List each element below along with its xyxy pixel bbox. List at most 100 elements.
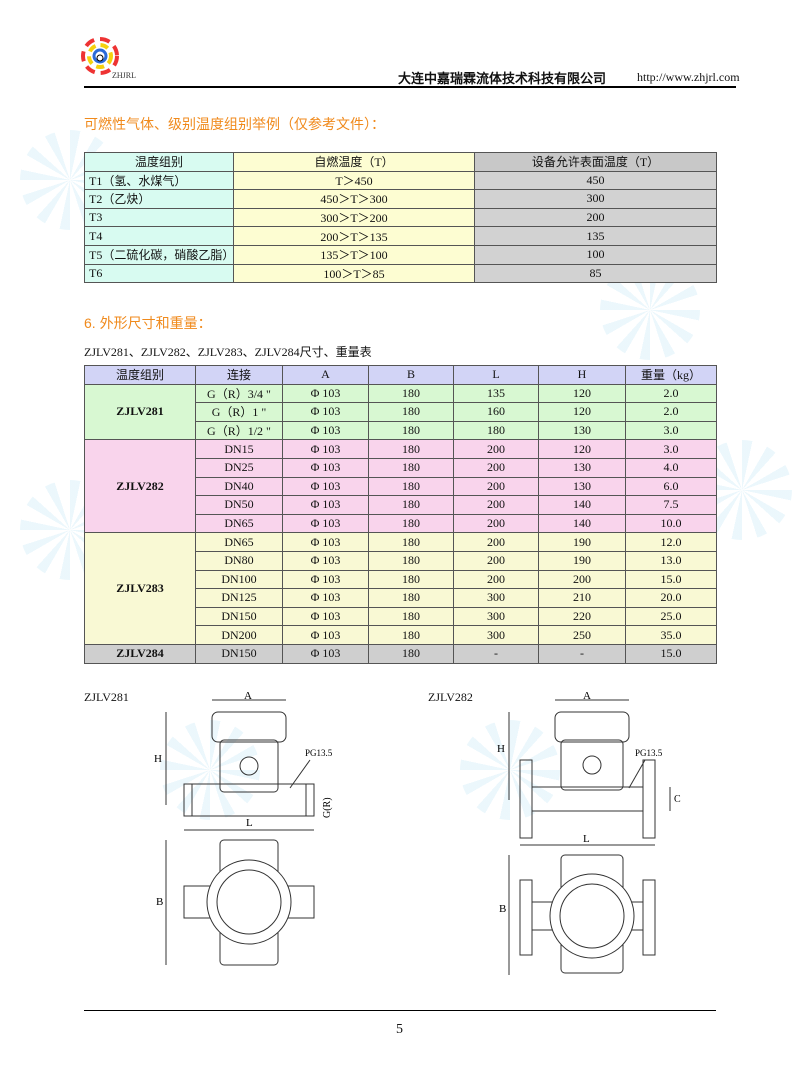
table-cell: T1（氢、水煤气） [84, 170, 234, 191]
table-cell: 130 [538, 420, 626, 441]
table-cell: 130 [538, 457, 626, 478]
drawing-title-zjlv282: ZJLV282 [428, 690, 473, 704]
table-cell: 200 [538, 569, 626, 590]
dim-label-c: C [674, 794, 681, 805]
column-header: A [282, 365, 369, 385]
table-cell: 135＞T＞100 [233, 244, 475, 265]
table-cell: 200 [453, 439, 539, 459]
table-cell: T＞450 [233, 170, 475, 191]
table-cell: 300 [453, 588, 539, 608]
table-cell: 15.0 [625, 569, 717, 590]
table-cell: 300＞T＞200 [233, 207, 475, 228]
table-cell: 180 [368, 569, 454, 590]
table-cell: Φ 103 [282, 606, 369, 627]
table-cell: Φ 103 [282, 439, 369, 459]
table-cell: 160 [453, 402, 539, 422]
table-cell: 4.0 [625, 457, 717, 478]
table-cell: 35.0 [625, 625, 717, 645]
table-cell: 200 [453, 457, 539, 478]
table-cell: G（R）1/2 " [195, 420, 283, 441]
dim-label-h: H [497, 743, 505, 755]
table-cell: 3.0 [625, 439, 717, 459]
model-cell: ZJLV282 [84, 439, 196, 534]
table-cell: Φ 103 [282, 513, 369, 534]
table-cell: Φ 103 [282, 420, 369, 441]
table-cell: Φ 103 [282, 588, 369, 608]
table-cell: 450＞T＞300 [233, 189, 475, 209]
table-cell: Φ 103 [282, 402, 369, 422]
table-cell: T4 [84, 226, 234, 246]
table-cell: 200 [453, 495, 539, 515]
column-header: B [368, 365, 454, 385]
table-cell: DN125 [195, 588, 283, 608]
table-cell: 20.0 [625, 588, 717, 608]
table-cell: 180 [368, 532, 454, 552]
table-cell: 140 [538, 513, 626, 534]
company-logo: ZHJRL [78, 36, 138, 87]
table-cell: 6.0 [625, 476, 717, 497]
table-cell: 120 [538, 383, 626, 404]
table-cell: 180 [368, 513, 454, 534]
page-number: 5 [396, 1022, 403, 1037]
table-cell: T6 [84, 263, 234, 284]
table-cell: DN200 [195, 625, 283, 645]
table-cell: 180 [368, 495, 454, 515]
table-cell: DN100 [195, 569, 283, 590]
table-cell: T2（乙炔） [84, 189, 234, 209]
model-cell: ZJLV283 [84, 532, 196, 645]
footer-divider [84, 1010, 716, 1011]
table-cell: 12.0 [625, 532, 717, 552]
table-cell: DN50 [195, 495, 283, 515]
table-cell: 190 [538, 550, 626, 571]
table-cell: 200 [474, 207, 717, 228]
table-cell: - [538, 643, 626, 664]
table-cell: 200 [453, 532, 539, 552]
table-cell: 120 [538, 439, 626, 459]
column-header: L [453, 365, 539, 385]
dim-label-a: A [244, 690, 252, 702]
table-cell: 180 [368, 383, 454, 404]
table-cell: 190 [538, 532, 626, 552]
table-cell: 130 [538, 476, 626, 497]
table-cell: DN150 [195, 643, 283, 664]
table-cell: 2.0 [625, 383, 717, 404]
svg-text:ZHJRL: ZHJRL [112, 71, 136, 80]
header-divider [84, 86, 736, 88]
table-cell: G（R）3/4 " [195, 383, 283, 404]
table-cell: 2.0 [625, 402, 717, 422]
drawing-title-zjlv281: ZJLV281 [84, 690, 129, 704]
column-header: 温度组别 [84, 365, 196, 385]
table-cell: DN65 [195, 513, 283, 534]
table-cell: 220 [538, 606, 626, 627]
drawing-zjlv282: A H PG13.5 C L B [497, 690, 681, 975]
table-cell: 25.0 [625, 606, 717, 627]
table-cell: 120 [538, 402, 626, 422]
table-cell: 300 [453, 625, 539, 645]
table-cell: 180 [368, 643, 454, 664]
table-cell: Φ 103 [282, 569, 369, 590]
table-cell: Φ 103 [282, 532, 369, 552]
table-cell: 13.0 [625, 550, 717, 571]
table-cell: DN80 [195, 550, 283, 571]
model-cell: ZJLV281 [84, 383, 196, 441]
table-cell: DN25 [195, 457, 283, 478]
table-cell: - [453, 643, 539, 664]
table-cell: 300 [474, 189, 717, 209]
section-title-dimensions: 6. 外形尺寸和重量： [84, 315, 212, 331]
table-cell: 100 [474, 244, 717, 265]
company-name: 大连中嘉瑞霖流体技术科技有限公司 [398, 71, 607, 86]
table-cell: Φ 103 [282, 625, 369, 645]
label-pg13-5: PG13.5 [635, 748, 663, 758]
table-cell: 180 [368, 457, 454, 478]
column-header: 设备允许表面温度（T） [474, 152, 717, 172]
table-cell: 210 [538, 588, 626, 608]
table-cell: 140 [538, 495, 626, 515]
table-cell: 100＞T＞85 [233, 263, 475, 284]
